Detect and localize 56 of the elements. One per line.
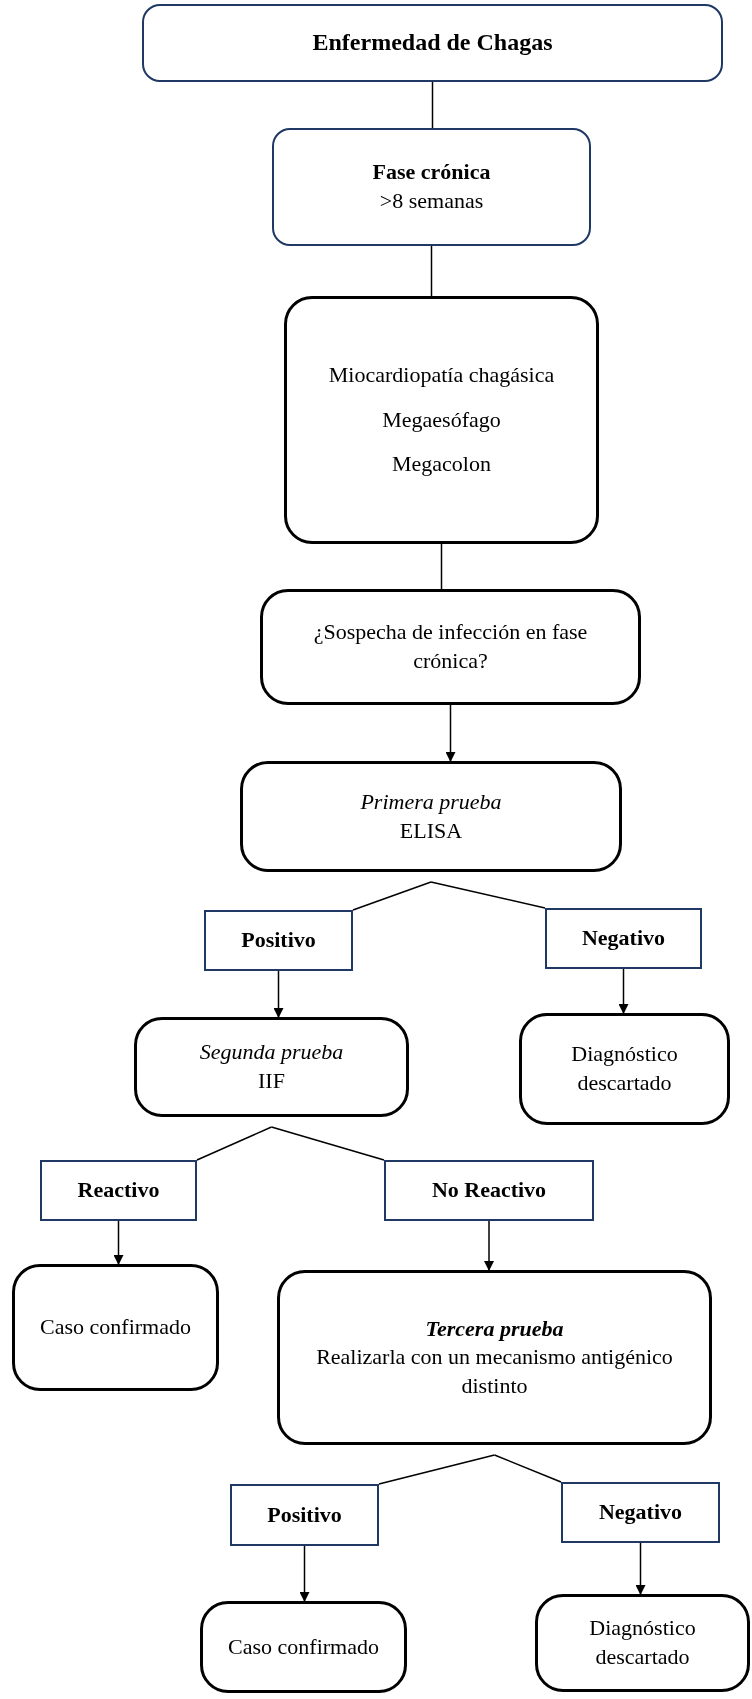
box-text: Negativo — [598, 1498, 683, 1527]
process-box — [535, 1594, 750, 1692]
connector-line — [440, 543, 443, 590]
process-box — [12, 1264, 219, 1391]
connector-line — [270, 1126, 385, 1161]
result-box — [204, 910, 353, 971]
process-box — [240, 761, 622, 872]
arrow — [618, 968, 629, 1014]
box-text: Diagnóstico descartado — [570, 1040, 679, 1097]
box-heading: Segunda prueba — [199, 1038, 344, 1067]
box-text: Caso confirmado — [40, 1313, 191, 1342]
result-box — [545, 908, 702, 969]
connector-line — [431, 81, 434, 129]
box-text: ELISA — [399, 816, 463, 845]
process-box — [284, 296, 599, 544]
arrow — [635, 1542, 646, 1595]
box-text: Positivo — [241, 926, 316, 955]
process-box — [200, 1601, 407, 1693]
process-box — [272, 128, 591, 246]
process-box — [519, 1013, 730, 1125]
connector-line — [196, 1126, 273, 1161]
box-text: Megacolon — [392, 450, 491, 479]
result-box — [561, 1482, 720, 1543]
arrow — [445, 704, 456, 762]
box-heading: Tercera prueba — [425, 1314, 564, 1343]
box-text: Caso confirmado — [228, 1632, 379, 1661]
box-heading: Primera prueba — [360, 787, 502, 816]
process-box — [260, 589, 641, 705]
box-text: Negativo — [581, 924, 666, 953]
arrow — [299, 1545, 310, 1602]
connector-line — [493, 1454, 562, 1483]
connector-line — [378, 1454, 496, 1485]
box-text: ¿Sospecha de infección en fase crónica? — [312, 618, 589, 675]
connector-line — [352, 881, 432, 911]
box-text: Realizarla con un mecanismo antigénico distinto — [315, 1343, 674, 1400]
box-text: Reactivo — [77, 1176, 160, 1205]
arrow — [113, 1220, 124, 1265]
connector-line — [430, 881, 546, 909]
box-heading: Fase crónica — [372, 158, 491, 187]
box-text: No Reactivo — [431, 1176, 547, 1205]
box-text: Miocardiopatía chagásica — [328, 361, 555, 390]
process-box — [277, 1270, 712, 1445]
box-text: Positivo — [267, 1500, 342, 1529]
box-text: >8 semanas — [379, 187, 484, 215]
arrow — [273, 970, 284, 1018]
box-text: Diagnóstico descartado — [588, 1614, 697, 1671]
result-box — [384, 1160, 594, 1221]
result-box — [230, 1484, 379, 1546]
result-box — [40, 1160, 197, 1221]
box-text: IIF — [258, 1067, 285, 1095]
box-text: Megaesófago — [382, 405, 501, 434]
arrow — [484, 1220, 494, 1271]
process-box — [134, 1017, 409, 1117]
connector-line — [430, 245, 433, 297]
box-text: Enfermedad de Chagas — [312, 28, 553, 58]
process-box — [142, 4, 723, 82]
